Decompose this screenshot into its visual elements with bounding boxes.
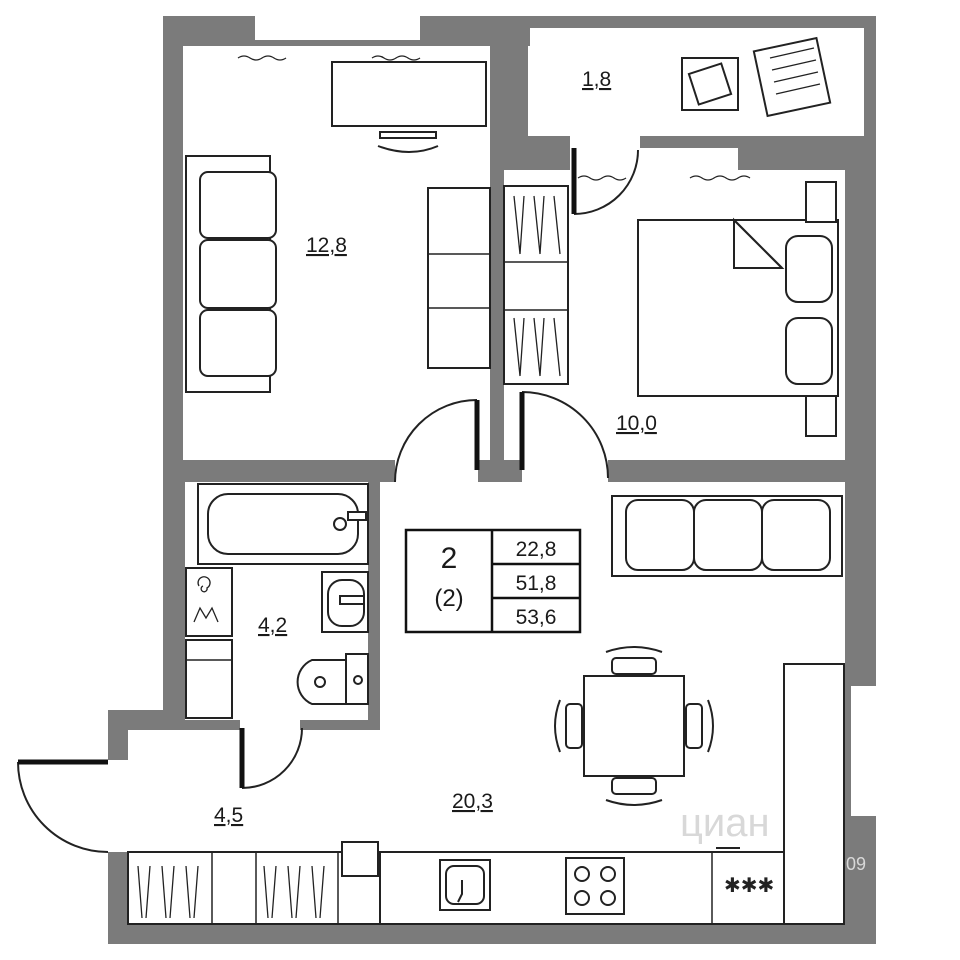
wall-balcony-bottom-left [490,136,570,170]
wall-bedroom-bottom [608,460,876,482]
wall-bath-bottom-left [185,720,240,730]
washing-machine-icon [185,567,233,637]
area-label-living: 12,8 [306,234,347,257]
door-bathroom [241,727,303,789]
sink-icon-kitchen [439,859,491,911]
rooms-count-sub: (2) [434,585,463,612]
doors [17,148,639,853]
sofa-icon-kitchen [611,495,843,577]
bathtub-icon [197,483,369,565]
wall-bath-bottom-right [300,720,380,730]
area-label-hallway: 4,5 [214,804,243,827]
area-label-bedroom: 10,0 [616,412,657,435]
wall-door-stub [478,460,522,482]
door-living [394,399,478,483]
wall-balcony-bottom-window [640,136,740,148]
svg-text:09: 09 [846,854,866,874]
window-right [845,686,851,816]
wall-partition-living-bedroom [490,170,504,480]
wall-bath-left [163,482,185,730]
svg-text:✱✱✱: ✱✱✱ [724,873,774,897]
summary-box: 2 (2) 22,8 51,8 53,6 [404,528,582,634]
wall-right-upper [845,166,876,686]
area-label-balcony: 1,8 [582,68,611,91]
sink-icon [321,571,369,633]
door-balcony [573,149,639,215]
door-bedroom [521,391,609,479]
watermark: циан 09 [680,801,866,874]
desk-icon [331,61,487,153]
wall-living-bottom [163,460,395,482]
wall-balcony-right [864,16,876,166]
wardrobe-icon-bedroom [503,185,569,385]
rooms-count: 2 [441,542,458,575]
wardrobe-icon [427,187,491,369]
dining-table-icon [554,646,714,806]
bed-icon [637,181,839,437]
cabinet-icon [185,639,233,719]
sofa-icon [185,155,277,393]
window-sill-top [255,40,420,46]
wall-balcony-top [528,16,876,28]
area-label-bathroom: 4,2 [258,614,287,637]
walls [108,16,876,944]
area-label-kitchen-living: 20,3 [452,790,493,813]
wall-hall-left-top [108,710,128,760]
wall-right-lower [845,816,876,944]
summary-value-2: 51,8 [516,572,557,595]
wall-bottom [108,924,876,944]
chair-icon [752,36,832,118]
balcony-table-icon [681,57,739,111]
wall-living-right-top [490,16,528,136]
toilet-icon [296,653,369,705]
wall-bath-right [368,482,380,730]
wall-top-left [163,16,255,46]
wall-hall-left-bottom [108,852,128,944]
dishwasher-icon: ✱✱✱ [724,873,774,897]
svg-text:циан: циан [680,801,770,845]
stove-icon [565,857,625,915]
door-entrance [17,761,109,853]
summary-value-3: 53,6 [516,606,557,629]
summary-value-1: 22,8 [516,538,557,561]
fridge-column [783,663,845,925]
wall-balcony-bottom-right [738,136,876,170]
